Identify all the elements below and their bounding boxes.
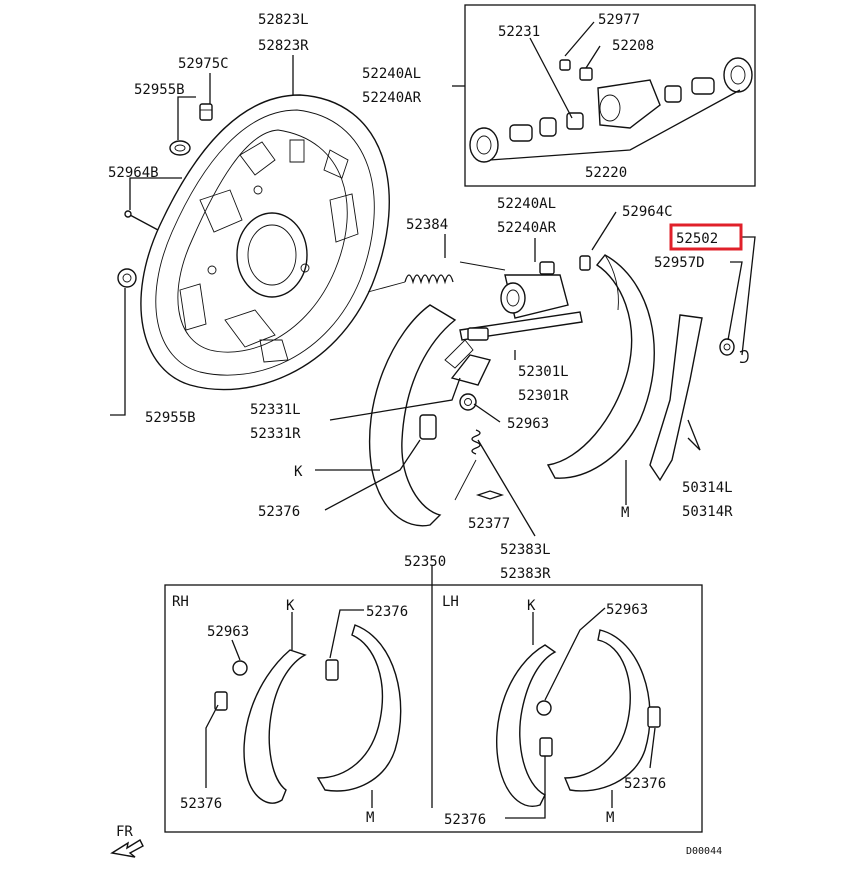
label-52376-rh-top: 52376 (366, 604, 408, 620)
label-52376-rh-bottom: 52376 (180, 796, 222, 812)
label-52964c: 52964C (622, 204, 673, 220)
leader-lines (110, 21, 756, 819)
washer-52963-mid (459, 393, 477, 411)
label-52220: 52220 (585, 165, 627, 181)
label-52823r: 52823R (258, 38, 309, 54)
label-52957d: 52957D (654, 255, 705, 271)
label-52376-lh-right: 52376 (624, 776, 666, 792)
label-52975c: 52975C (178, 56, 229, 72)
label-52376-lh-bottom: 52376 (444, 812, 486, 828)
label-52963-lh: 52963 (606, 602, 648, 618)
label-52384: 52384 (406, 217, 448, 233)
label-52331r: 52331R (250, 426, 301, 442)
grommet-52955b-top (169, 140, 191, 156)
backing-plate (140, 94, 390, 391)
strut-52331 (450, 354, 492, 386)
label-52823l: 52823L (258, 12, 309, 28)
label-diagram-code: D00044 (686, 846, 722, 857)
adjuster-52301 (459, 311, 583, 341)
spring-52383 (454, 429, 481, 501)
spring-52384 (367, 261, 506, 293)
label-50314l: 50314L (682, 480, 733, 496)
label-52208: 52208 (612, 38, 654, 54)
label-52240al-top: 52240AL (362, 66, 421, 82)
spring-52377 (475, 490, 505, 500)
shoe-set-box (164, 584, 703, 833)
lh-shoe-m (539, 629, 661, 792)
label-52331l: 52331L (250, 402, 301, 418)
rh-shoe-k (243, 649, 307, 804)
label-52955b-top: 52955B (134, 82, 185, 98)
pin-52964b (124, 210, 159, 231)
label-52240ar-top: 52240AR (362, 90, 422, 106)
clip-52502 (739, 350, 749, 364)
washer-52957d (719, 338, 735, 356)
rh-shoe-m (316, 624, 402, 792)
wheel-cylinder-exploded (469, 57, 753, 163)
label-52301l: 52301L (518, 364, 569, 380)
brake-shoe-m-mid (546, 254, 655, 479)
label-rh: RH (172, 594, 189, 610)
label-lh: LH (442, 594, 459, 610)
lh-shoe-k (496, 644, 557, 807)
label-52240ar-mid: 52240AR (497, 220, 557, 236)
label-50314r: 50314R (682, 504, 733, 520)
grommet-52955b-bottom (117, 268, 137, 288)
label-52350: 52350 (404, 554, 446, 570)
label-52231: 52231 (498, 24, 540, 40)
rh-washer-52963 (232, 660, 248, 676)
wheel-cylinder-inset-box (464, 4, 756, 187)
label-52955b-bottom: 52955B (145, 410, 196, 426)
label-fr: FR (116, 824, 133, 840)
label-52963-rh: 52963 (207, 624, 249, 640)
label-52383l: 52383L (500, 542, 551, 558)
label-52240al-mid: 52240AL (497, 196, 556, 212)
label-52377: 52377 (468, 516, 510, 532)
highlight-box-52502 (669, 223, 743, 251)
pin-52964c (579, 255, 591, 271)
bolt-52975c (199, 103, 213, 121)
labels: 52823L 52823R 52975C 52955B 52964B 52955… (108, 12, 743, 857)
label-k-rh: K (286, 598, 295, 614)
label-52963-mid: 52963 (507, 416, 549, 432)
label-k-mid: K (294, 464, 303, 480)
parking-lever-50314 (649, 314, 703, 482)
label-52301r: 52301R (518, 388, 569, 404)
label-k-lh: K (527, 598, 536, 614)
label-m-mid: M (621, 505, 629, 521)
label-52383r: 52383R (500, 566, 551, 582)
label-m-lh: M (606, 810, 614, 826)
label-52502: 52502 (676, 231, 718, 247)
wheel-cylinder-assy (500, 261, 569, 319)
label-m-rh: M (366, 810, 374, 826)
fr-arrow (110, 839, 144, 858)
brake-shoe-k-mid (368, 304, 474, 527)
label-52376-mid: 52376 (258, 504, 300, 520)
label-52964b: 52964B (108, 165, 159, 181)
label-52977: 52977 (598, 12, 640, 28)
